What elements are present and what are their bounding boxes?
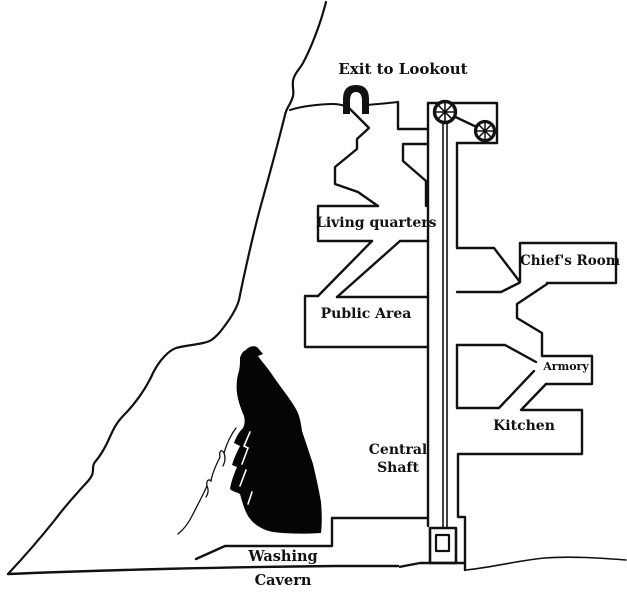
pulley-wheel-icon [432,99,497,143]
tunnel-walls [194,100,618,572]
label-central-shaft-line1: Central [368,442,428,458]
label-exit-to-lookout: Exit to Lookout [338,60,468,78]
elevator-car [398,526,466,569]
label-living-quarters: Living quarters [316,215,437,231]
doorway-arch-icon [343,85,369,114]
label-washing-cavern: Washing Cavern [229,545,337,593]
cliff-outline [6,0,627,576]
label-chiefs-room: Chief's Room [520,253,621,269]
label-public-area: Public Area [320,306,412,322]
label-kitchen: Kitchen [493,418,555,434]
falcon-silhouette [177,346,322,535]
label-washing-cavern-line1: Washing [248,548,318,565]
hoist-rope [442,116,448,528]
label-central-shaft: Central Shaft [353,441,443,477]
crag-sketch-lines [177,427,237,535]
label-armory: Armory [543,360,589,373]
label-central-shaft-line2: Shaft [377,460,419,476]
label-washing-cavern-line2: Cavern [254,572,312,589]
